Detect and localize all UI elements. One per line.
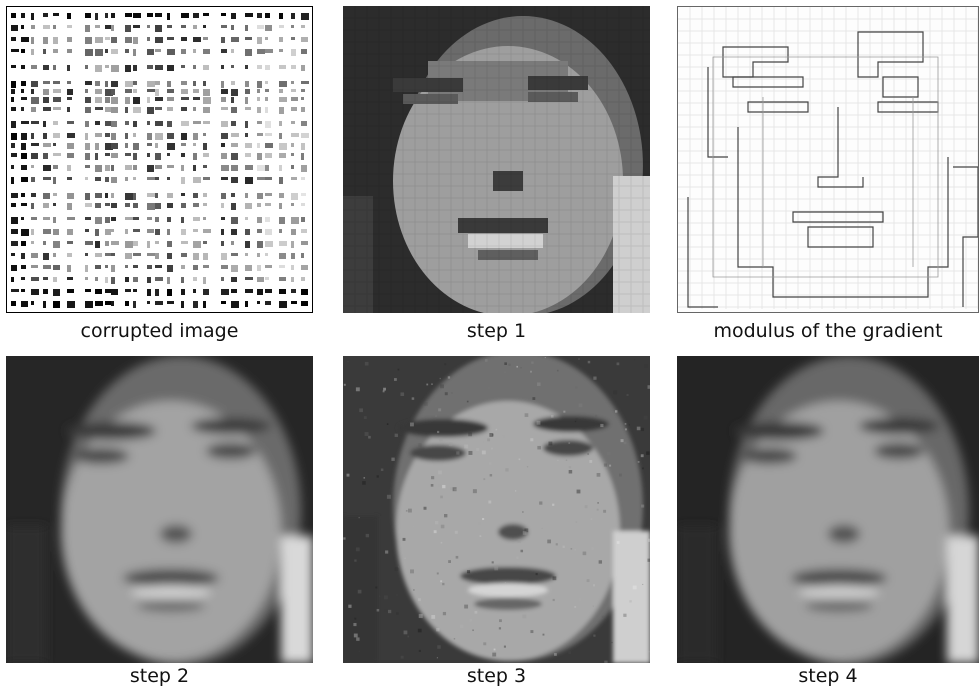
caption-step-4: step 4 bbox=[798, 665, 858, 687]
blurred-face bbox=[6, 356, 313, 663]
panel-step-2 bbox=[6, 356, 313, 663]
panel-step-3 bbox=[343, 356, 650, 663]
step-3-image bbox=[343, 356, 650, 663]
caption-step-2: step 2 bbox=[129, 665, 190, 687]
step-1-image bbox=[343, 6, 650, 313]
step-4-image bbox=[677, 356, 979, 663]
panel-gradient bbox=[677, 6, 979, 313]
caption-corrupted-image: corrupted image bbox=[80, 320, 239, 342]
panel-corrupted-image bbox=[6, 6, 313, 313]
corrupted-image bbox=[6, 6, 313, 313]
panel-step-1 bbox=[343, 6, 650, 313]
caption-step-1: step 1 bbox=[466, 320, 527, 342]
gradient-image bbox=[677, 6, 979, 313]
smooth-face bbox=[677, 356, 979, 663]
caption-step-3: step 3 bbox=[466, 665, 527, 687]
step-2-image bbox=[6, 356, 313, 663]
face-group bbox=[343, 6, 650, 313]
textured-face bbox=[343, 356, 650, 663]
speckle-texture bbox=[343, 357, 650, 663]
gradient-edges bbox=[687, 31, 978, 308]
panel-step-4 bbox=[677, 356, 979, 663]
caption-gradient: modulus of the gradient bbox=[713, 320, 943, 342]
